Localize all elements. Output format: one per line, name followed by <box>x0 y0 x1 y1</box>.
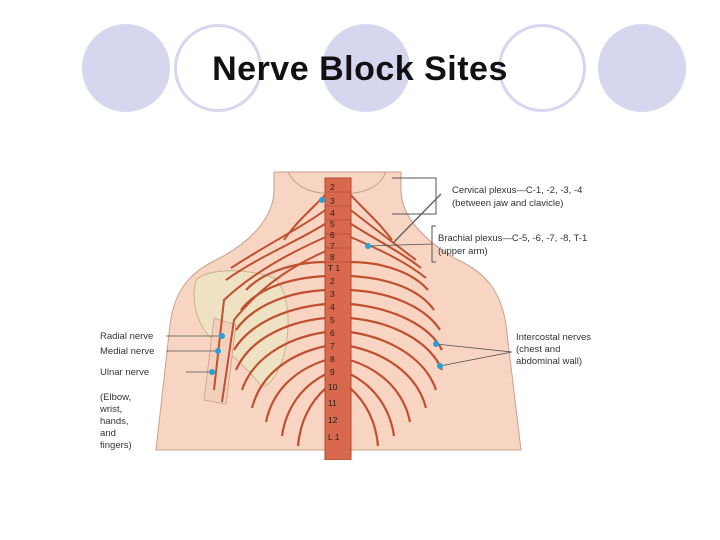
marker-brachial <box>365 243 371 249</box>
marker-intercostal-2 <box>437 363 443 369</box>
vertebra-c7: 7 <box>330 241 335 251</box>
label-intercostal-line3: abdominal wall) <box>516 356 582 367</box>
vertebra-t1: T 1 <box>328 263 340 273</box>
vertebra-t2: 2 <box>330 276 335 286</box>
nerve-diagram-svg: 2 3 4 5 6 7 8 T 1 2 3 4 5 6 7 8 9 10 11 … <box>96 150 626 460</box>
vertebra-t4: 4 <box>330 302 335 312</box>
marker-cervical <box>319 197 325 203</box>
marker-intercostal-1 <box>433 341 439 347</box>
label-arm-line1: (Elbow, <box>100 392 131 403</box>
label-intercostal-line1: Intercostal nerves <box>516 332 591 343</box>
label-brachial-line1: Brachial plexus—C-5, -6, -7, -8, T-1 <box>438 233 587 244</box>
vertebra-t3: 3 <box>330 289 335 299</box>
marker-medial <box>215 348 221 354</box>
vertebra-c5: 5 <box>330 219 335 229</box>
vertebra-t8: 8 <box>330 354 335 364</box>
vertebra-c6: 6 <box>330 230 335 240</box>
vertebra-t10: 10 <box>328 382 338 392</box>
marker-ulnar <box>209 369 215 375</box>
label-arm-line4: and <box>100 428 116 439</box>
label-radial: Radial nerve <box>100 331 153 342</box>
label-ulnar: Ulnar nerve <box>100 367 149 378</box>
nerve-diagram: 2 3 4 5 6 7 8 T 1 2 3 4 5 6 7 8 9 10 11 … <box>96 150 626 460</box>
vertebra-c4: 4 <box>330 208 335 218</box>
label-brachial-line2: (upper arm) <box>438 246 488 257</box>
label-medial: Medial nerve <box>100 346 154 357</box>
vertebra-t7: 7 <box>330 341 335 351</box>
vertebra-l1: L 1 <box>328 432 340 442</box>
vertebra-c8: 8 <box>330 252 335 262</box>
marker-radial <box>219 333 225 339</box>
slide-title: Nerve Block Sites <box>0 50 720 89</box>
label-arm-line3: hands, <box>100 416 129 427</box>
label-arm-line2: wrist, <box>99 404 122 415</box>
vertebra-t9: 9 <box>330 367 335 377</box>
vertebra-t11: 11 <box>328 398 337 408</box>
label-cervical-line1: Cervical plexus—C-1, -2, -3, -4 <box>452 185 582 196</box>
vertebra-t12: 12 <box>328 415 338 425</box>
label-cervical-line2: (between jaw and clavicle) <box>452 198 563 209</box>
vertebra-t6: 6 <box>330 328 335 338</box>
label-intercostal-line2: (chest and <box>516 344 560 355</box>
vertebra-c3: 3 <box>330 196 335 206</box>
label-arm-line5: fingers) <box>100 440 132 451</box>
vertebra-c2: 2 <box>330 182 335 192</box>
vertebra-t5: 5 <box>330 315 335 325</box>
